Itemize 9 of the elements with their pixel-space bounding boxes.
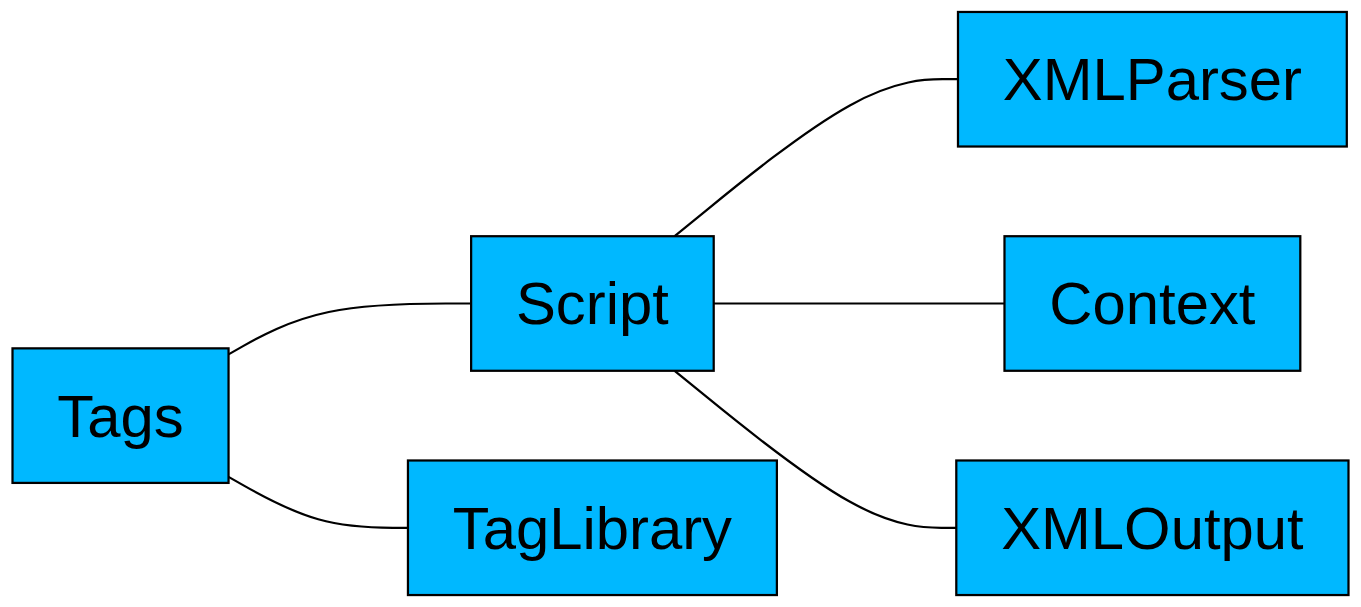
node-box: Tags [11, 347, 230, 485]
connector [228, 302, 472, 356]
node-box: Context [1003, 235, 1302, 372]
node-box: Script [470, 235, 715, 372]
node-box: XMLParser [956, 10, 1348, 148]
node-box: XMLOutput [955, 459, 1350, 597]
connector [228, 475, 408, 529]
node-box: TagLibrary [406, 459, 778, 597]
connector [713, 302, 1005, 305]
